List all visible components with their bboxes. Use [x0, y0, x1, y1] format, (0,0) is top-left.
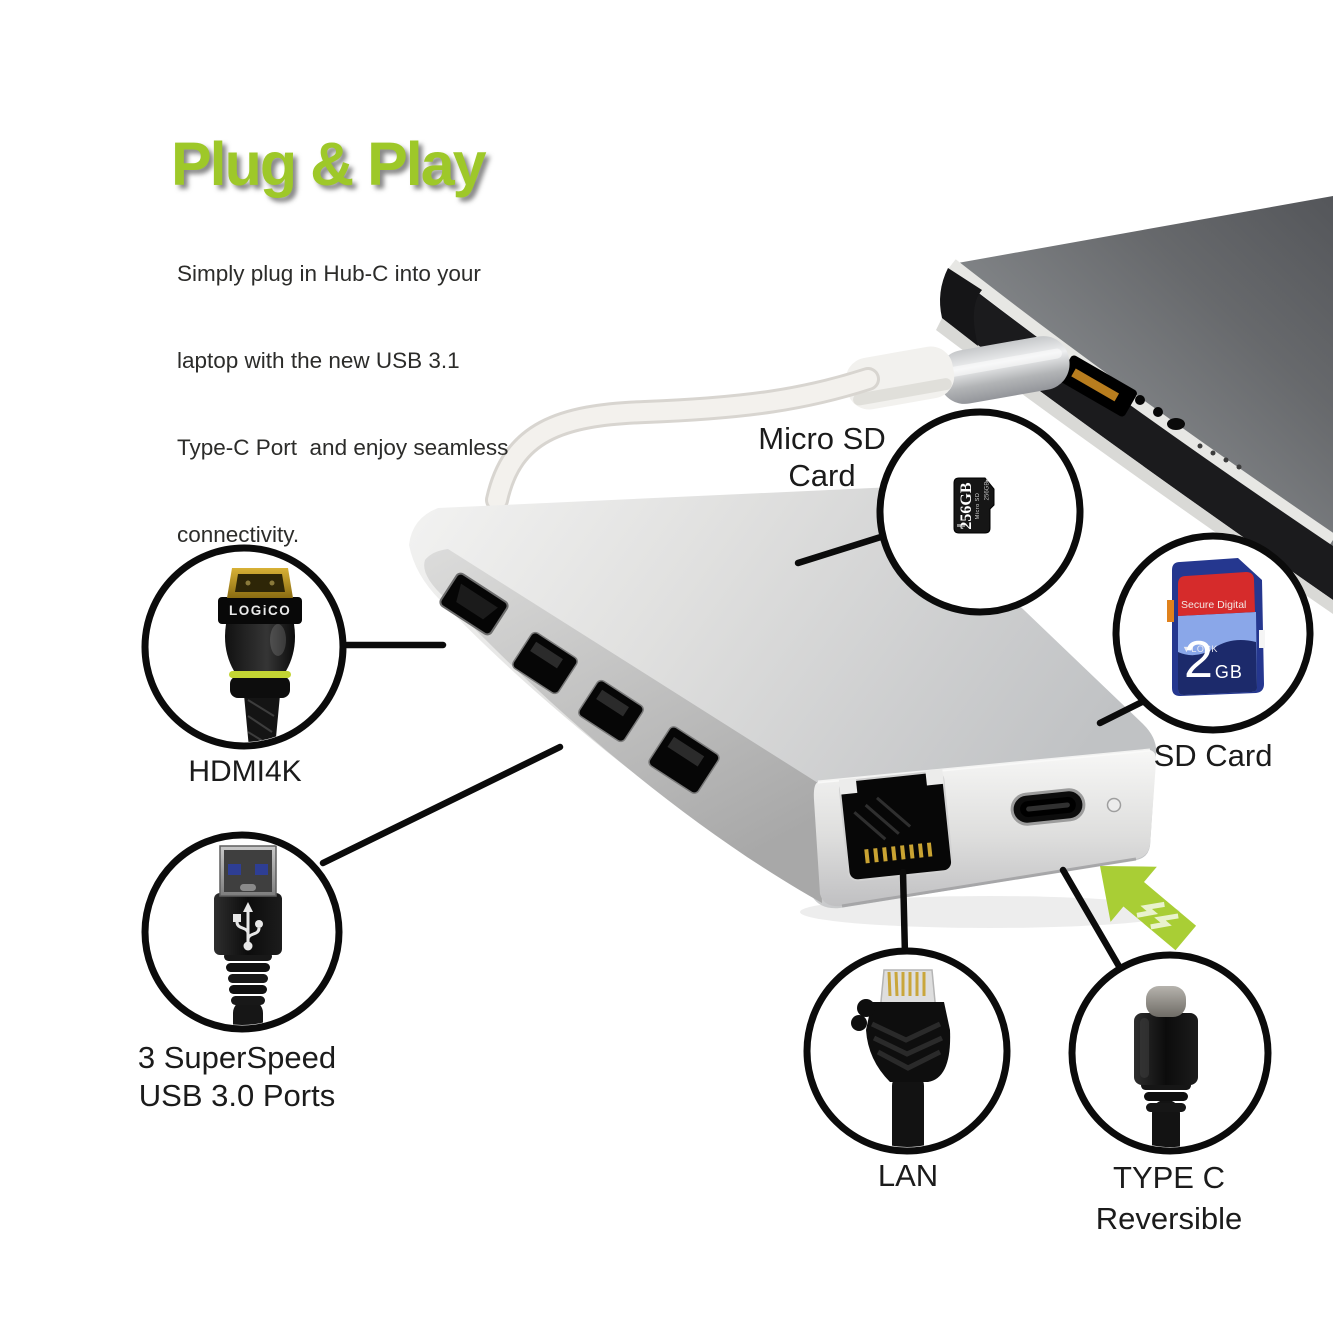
sd-card-brand-text: Secure Digital: [1181, 599, 1247, 611]
usb-connector-art: [214, 845, 282, 1025]
usb-cable: [233, 1000, 263, 1025]
micro-sd-card-art: [953, 477, 995, 534]
lightning-icon: [1136, 901, 1179, 930]
hub-usb-port-1: [512, 631, 578, 695]
lan-latch: [857, 999, 875, 1017]
lan-connector-art: [851, 969, 951, 1147]
hub-usb-port-2: [578, 679, 644, 743]
hdmi-brand-band: [218, 597, 302, 624]
hdmi-label: HDMI4K: [188, 755, 302, 788]
sd-card-label: SD Card: [1153, 738, 1273, 773]
laptop-port-dot: [1153, 407, 1163, 417]
sd-card-notch: [1259, 630, 1265, 648]
usb-cable-ribs: [224, 952, 272, 1005]
type-c-leader-line: [1059, 866, 1124, 972]
laptop-port-dot: [1135, 395, 1145, 405]
plug-highlight: [943, 348, 1062, 378]
intro-line: connectivity.: [177, 522, 300, 547]
usb-leader-line: [319, 743, 564, 867]
lan-gold-pins: [887, 971, 926, 997]
intro-line: Simply plug in Hub-C into your: [177, 261, 481, 286]
usb-c-plug: [845, 336, 1070, 410]
hub-bottom-seam: [841, 857, 1137, 908]
usb-trident-icon: [233, 902, 263, 951]
sd-leader-line: [1096, 696, 1150, 727]
intro-paragraph: Simply plug in Hub-C into your laptop wi…: [177, 201, 508, 578]
sd-card-art: [1167, 558, 1265, 696]
hub-cable: [485, 367, 880, 512]
page-title: Plug & Play: [171, 130, 487, 198]
micro-sd-type: Micro SD: [975, 492, 981, 520]
type-c-tip: [1146, 986, 1186, 1017]
micro-sd-edge-text: 256GB▸: [984, 478, 991, 501]
hub-led: [1106, 797, 1122, 813]
hub-usb-port-3: [648, 726, 720, 794]
sd-card-lock-switch: [1167, 600, 1174, 622]
hdmi-body-cap: [230, 676, 290, 698]
laptop-corner: [940, 268, 982, 346]
sd-card-navy-area: [1178, 640, 1257, 695]
laptop-vent-dots: [1197, 443, 1242, 470]
sd-card-red-band: [1178, 572, 1255, 616]
intro-line: laptop with the new USB 3.1: [177, 348, 460, 373]
plug-grip-shade: [853, 378, 952, 406]
lan-boot: [866, 1002, 951, 1082]
leader-lines: [319, 532, 1150, 972]
type-c-cable: [1152, 1100, 1180, 1147]
hdmi-body: [225, 624, 295, 671]
laptop-usb-port: [1059, 355, 1137, 417]
type-c-body: [1134, 1013, 1198, 1085]
usb-blue-tab: [228, 864, 241, 875]
hub-usb-c-port: [1010, 788, 1086, 826]
lan-latch: [851, 1015, 867, 1031]
type-c-ribs: [1141, 1081, 1191, 1112]
sd-card-capacity: 2 GB: [1184, 631, 1243, 689]
lan-label: LAN: [877, 1158, 939, 1193]
micro-sd-label: Micro SD Card: [758, 421, 886, 493]
hub-hdmi-port: [439, 572, 509, 636]
hdmi-brand-text: LOGiCO: [229, 603, 292, 618]
hdmi-green-ring: [229, 671, 291, 678]
usb-blue-tab: [255, 864, 268, 875]
lan-boot-ribs: [870, 1021, 944, 1071]
laptop-port-oval: [1167, 418, 1185, 430]
micro-sd-leader-line: [794, 532, 888, 567]
sd-card-lock-text: ▼LOCK: [1182, 644, 1218, 654]
type-c-label: TYPE C Reversible: [1095, 1160, 1243, 1236]
hub-front-seam: [817, 748, 1151, 784]
lan-cable: [892, 1072, 924, 1147]
intro-line: Type-C Port and enjoy seamless: [177, 435, 509, 460]
micro-sd-card-body: [953, 477, 995, 534]
charge-arrow: [1100, 866, 1197, 951]
hdmi-connector-art: [218, 568, 302, 742]
micro-sd-capacity: 256GB: [958, 482, 975, 530]
lan-leader-line: [899, 868, 909, 959]
hub-lan-port: [838, 768, 954, 882]
usb-ports-label: 3 SuperSpeed USB 3.0 Ports: [137, 1040, 337, 1113]
type-c-connector-art: [1134, 986, 1198, 1147]
